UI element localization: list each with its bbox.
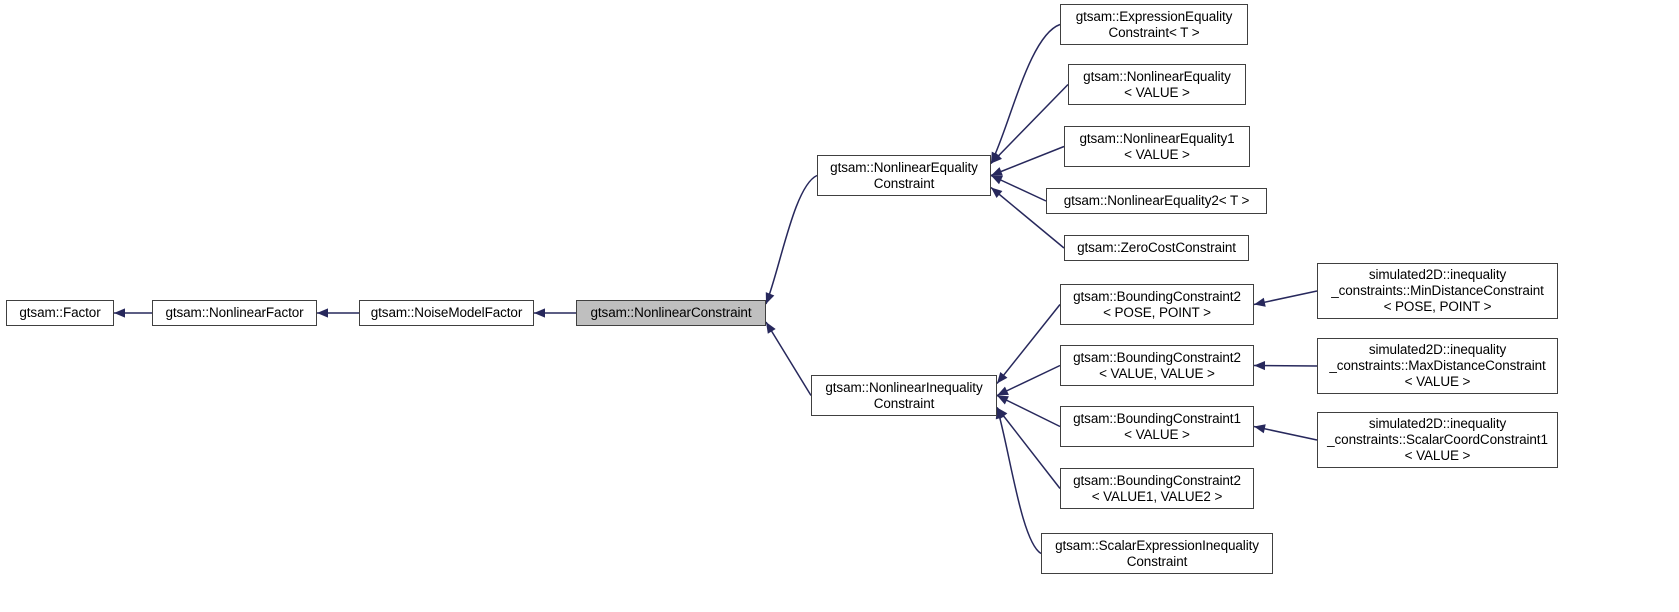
edge-inequalityconstraint-nonlinearconstraint-arrowhead <box>766 322 776 334</box>
class-node-bounding_constraint1_value[interactable]: gtsam::BoundingConstraint1 < VALUE > <box>1060 406 1254 447</box>
edge-nonlinearequality1-equalityconstraint-arrowhead <box>991 167 1003 176</box>
class-node-noise_model_factor[interactable]: gtsam::NoiseModelFactor <box>359 300 534 326</box>
class-node-bounding_constraint2_pose_point[interactable]: gtsam::BoundingConstraint2 < POSE, POINT… <box>1060 284 1254 325</box>
edge-bounding2posepoint-inequalityconstraint <box>996 304 1061 384</box>
edge-nonlinearequality2-equalityconstraint <box>990 174 1047 202</box>
edge-bounding2value1value2-inequalityconstraint-arrowhead <box>997 407 1008 420</box>
edge-nonlinearequality1-equalityconstraint <box>990 145 1065 177</box>
edge-expressionequality-equalityconstraint-arrowhead <box>991 151 1001 164</box>
edge-equalityconstraint-nonlinearconstraint <box>765 174 818 305</box>
edge-bounding2posepoint-inequalityconstraint-arrowhead <box>997 372 1008 384</box>
edge-nonlinearequality2-equalityconstraint-arrowhead <box>991 175 1003 185</box>
edge-scalarcoord-bounding1value-arrowhead <box>1254 424 1266 434</box>
class-node-zero_cost_constraint[interactable]: gtsam::ZeroCostConstraint <box>1064 235 1249 261</box>
class-node-bounding_constraint2_value_value[interactable]: gtsam::BoundingConstraint2 < VALUE, VALU… <box>1060 345 1254 386</box>
class-node-nonlinear_inequality_constraint[interactable]: gtsam::NonlinearInequality Constraint <box>811 375 997 416</box>
edge-nonlinearfactor-factor-arrowhead <box>114 308 125 318</box>
edge-maxdistance-bounding2valuevalue <box>1253 364 1318 367</box>
class-node-scalar_expression_inequality_constraint[interactable]: gtsam::ScalarExpressionInequality Constr… <box>1041 533 1273 574</box>
edge-scalarcoord-bounding1value <box>1253 425 1318 441</box>
class-node-min_distance_constraint[interactable]: simulated2D::inequality _constraints::Mi… <box>1317 263 1558 319</box>
class-node-expression_equality_constraint[interactable]: gtsam::ExpressionEquality Constraint< T … <box>1060 4 1248 45</box>
edge-mindistance-bounding2posepoint <box>1253 290 1318 306</box>
edge-scalarexpressioninequality-inequalityconstraint-arrowhead <box>995 407 1005 420</box>
edge-equalityconstraint-nonlinearconstraint-arrowhead <box>765 292 775 304</box>
edge-bounding1value-inequalityconstraint <box>996 394 1061 428</box>
class-node-factor[interactable]: gtsam::Factor <box>6 300 114 326</box>
edge-scalarexpressioninequality-inequalityconstraint <box>996 407 1042 555</box>
edge-bounding2valuevalue-inequalityconstraint <box>996 364 1061 397</box>
class-node-bounding_constraint2_value1_value2[interactable]: gtsam::BoundingConstraint2 < VALUE1, VAL… <box>1060 468 1254 509</box>
class-node-nonlinear_equality2[interactable]: gtsam::NonlinearEquality2< T > <box>1046 188 1267 214</box>
class-node-nonlinear_equality1[interactable]: gtsam::NonlinearEquality1 < VALUE > <box>1064 126 1250 167</box>
edge-maxdistance-bounding2valuevalue-arrowhead <box>1254 360 1266 371</box>
class-node-nonlinear_equality_constraint[interactable]: gtsam::NonlinearEquality Constraint <box>817 155 991 196</box>
edge-nonlinearequality-equalityconstraint <box>990 83 1069 165</box>
class-node-max_distance_constraint[interactable]: simulated2D::inequality _constraints::Ma… <box>1317 338 1558 394</box>
class-node-nonlinear_equality[interactable]: gtsam::NonlinearEquality < VALUE > <box>1068 64 1246 105</box>
edge-nonlinearequality-equalityconstraint-arrowhead <box>991 152 1002 164</box>
class-node-nonlinear_constraint[interactable]: gtsam::NonlinearConstraint <box>576 300 766 326</box>
edge-bounding1value-inequalityconstraint-arrowhead <box>997 395 1009 405</box>
edge-expressionequality-equalityconstraint <box>990 23 1061 164</box>
edge-bounding2valuevalue-inequalityconstraint-arrowhead <box>997 386 1009 396</box>
edge-noisemodelfactor-nonlinearfactor-arrowhead <box>317 308 328 318</box>
edge-nonlinearconstraint-noisemodelfactor-arrowhead <box>534 308 545 318</box>
class-node-scalar_coord_constraint1[interactable]: simulated2D::inequality _constraints::Sc… <box>1317 412 1558 468</box>
class-node-nonlinear_factor[interactable]: gtsam::NonlinearFactor <box>152 300 317 326</box>
edge-bounding2value1value2-inequalityconstraint <box>996 407 1061 489</box>
edge-inequalityconstraint-nonlinearconstraint <box>765 321 812 396</box>
edge-zerocost-equalityconstraint-arrowhead <box>991 187 1003 199</box>
edge-mindistance-bounding2posepoint-arrowhead <box>1254 297 1266 307</box>
